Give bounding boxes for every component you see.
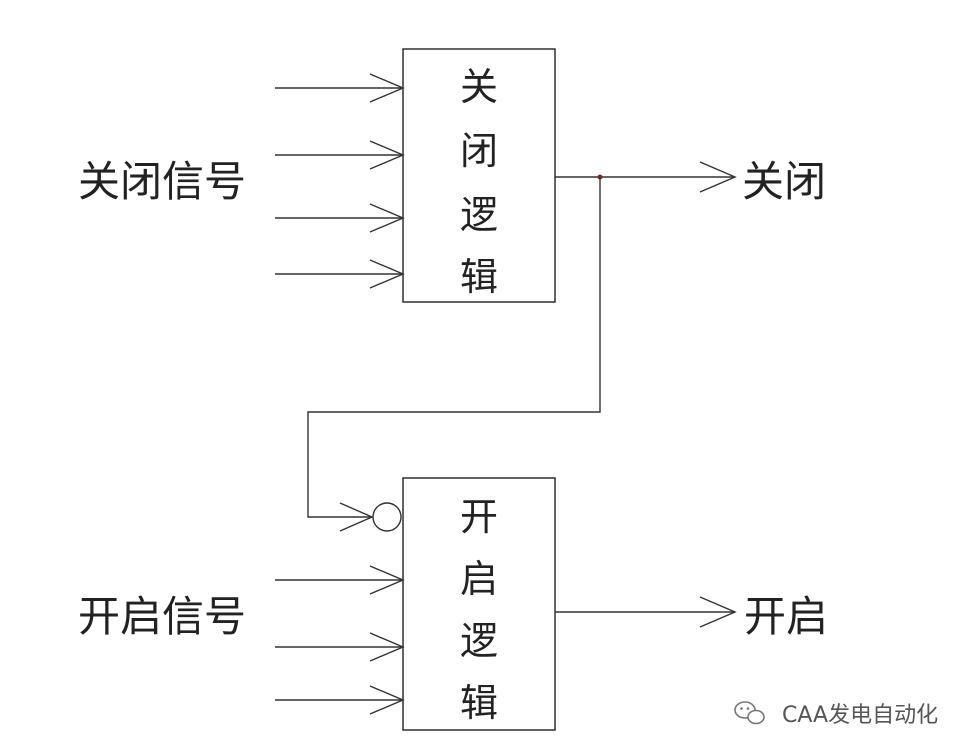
open-logic-char-2: 启 [460, 557, 498, 601]
close-output-label: 关闭 [742, 157, 826, 206]
close-logic-char-3: 逻 [460, 193, 498, 237]
watermark-text: CAA发电自动化 [782, 703, 938, 728]
open-output-arrowhead [699, 596, 737, 628]
open-input-arrowhead-2 [369, 632, 405, 662]
inversion-bubble [372, 502, 402, 532]
close-input-arrowhead-3 [369, 203, 405, 233]
open-output [555, 596, 737, 628]
open-logic-char-3: 逻 [460, 619, 498, 663]
close-logic-char-1: 关 [460, 65, 498, 109]
open-logic-char-4: 辑 [460, 681, 498, 725]
close-logic-block: 关 闭 逻 辑 [402, 48, 556, 303]
open-signal-label: 开启信号 [78, 592, 246, 641]
feedback-line [307, 177, 601, 518]
feedback-arrowhead [339, 502, 374, 532]
close-logic-char-4: 辑 [460, 255, 498, 299]
close-input-arrowhead-2 [369, 140, 405, 170]
watermark: CAA发电自动化 [734, 701, 938, 728]
open-logic-block: 开 启 逻 辑 [402, 477, 556, 731]
open-input-arrows [275, 565, 405, 715]
open-input-arrowhead-3 [369, 685, 405, 715]
feedback-interlock [307, 177, 601, 532]
close-logic-box [402, 48, 556, 303]
close-input-arrowhead-1 [369, 73, 405, 103]
open-logic-char-1: 开 [460, 495, 498, 539]
wechat-icon [734, 701, 765, 725]
close-input-arrowhead-4 [369, 259, 405, 289]
open-input-arrowhead-1 [369, 565, 405, 595]
close-signal-label: 关闭信号 [78, 157, 246, 206]
open-output-label: 开启 [744, 592, 828, 641]
close-input-arrows [275, 73, 405, 289]
close-output [555, 161, 737, 193]
close-logic-char-2: 闭 [460, 129, 498, 173]
close-output-arrowhead [699, 161, 737, 193]
open-logic-box [402, 477, 556, 731]
